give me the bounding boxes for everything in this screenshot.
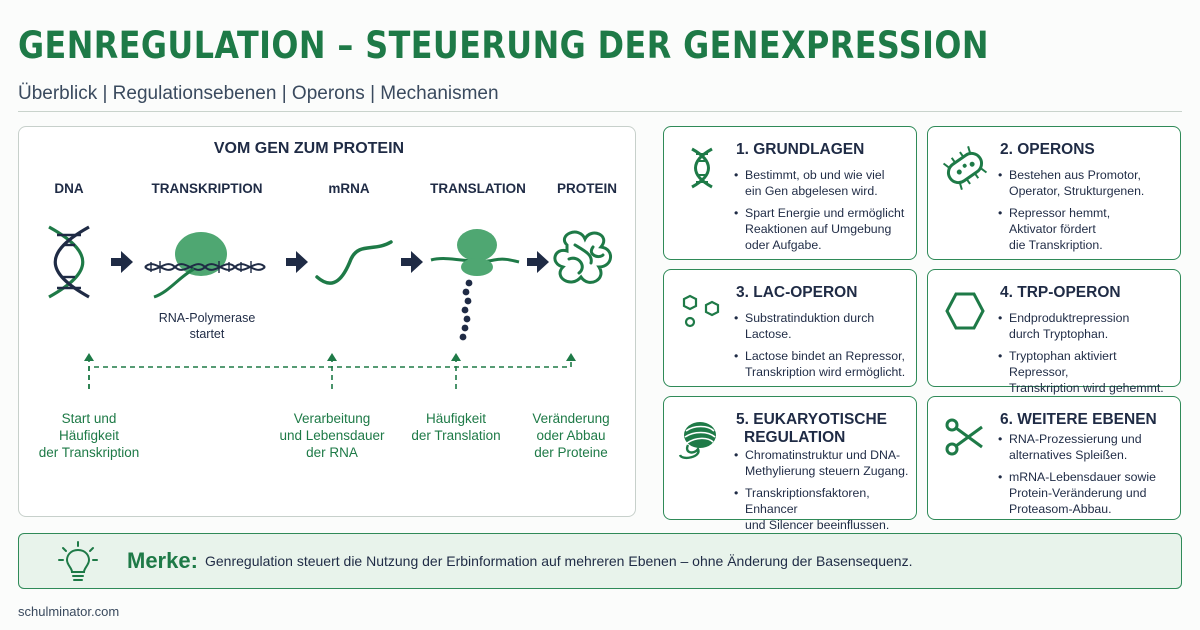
level-transcription-line2: Häufigkeit [59,428,119,443]
regulation-arrowheads [84,353,576,361]
rna-polymerase-icon [144,232,266,299]
card-title: 1. GRUNDLAGEN [736,141,865,158]
polymerase-label-line2: startet [190,327,225,341]
dna-icon [48,225,90,299]
level-rna-line3: der RNA [306,445,358,460]
card-bullet: Tryptophan aktiviert Repressor,Transkrip… [998,348,1174,396]
level-transcription-line1: Start und [62,411,117,426]
hexagon-icon [945,292,985,330]
card-weitere-ebenen: 6. WEITERE EBENEN RNA-Prozessierung unda… [927,396,1181,520]
card-bullet: Lactose bindet an Repressor,Transkriptio… [734,348,910,380]
dna-icon [691,147,713,189]
stage-label-translation: TRANSLATION [430,181,526,196]
stage-label-mrna: mRNA [328,181,370,196]
chromatin-icon [678,422,716,460]
level-translation-line1: Häufigkeit [426,411,486,426]
page-subtitle: Überblick | Regulationsebenen | Operons … [18,83,499,104]
bacterium-icon [942,146,988,190]
page-title: GENREGULATION – STEUERUNG DER GENEXPRESS… [18,24,989,67]
card-title: 4. TRP-OPERON [1000,284,1121,301]
flow-arrows [111,251,549,273]
level-protein-line3: der Proteine [534,445,608,460]
card-title: 3. LAC-OPERON [736,284,858,301]
gene-to-protein-diagram: VOM GEN ZUM PROTEIN DNA TRANSKRIPTION mR… [39,140,617,460]
card-grundlagen: 1. GRUNDLAGEN Bestimmt, ob und wie viele… [663,126,917,260]
level-protein-line2: oder Abbau [536,428,605,443]
level-rna-line2: und Lebensdauer [279,428,385,443]
stage-label-dna: DNA [54,181,83,196]
stage-label-transkription: TRANSKRIPTION [152,181,263,196]
protein-icon [553,230,612,284]
card-operons: 2. OPERONS Bestehen aus Promotor,Operato… [927,126,1181,260]
merke-label: Merke: [127,548,198,573]
card-trp-operon: 4. TRP-OPERON Endproduktrepressiondurch … [927,269,1181,395]
level-protein-line1: Veränderung [532,411,609,426]
merke-box: Merke: Genregulation steuert die Nutzung… [18,533,1182,589]
footer-source: schulminator.com [18,604,120,619]
card-bullet: mRNA-Lebensdauer sowieProtein-Veränderun… [998,469,1174,517]
ribosome-icon [430,229,520,341]
level-rna-line1: Verarbeitung [294,411,371,426]
merke-text: Genregulation steuert die Nutzung der Er… [205,553,913,569]
card-title: 6. WEITERE EBENEN [1000,411,1157,428]
regulation-connector [88,359,572,389]
header-divider [18,111,1182,112]
card-lac-operon: 3. LAC-OPERON Substratinduktion durchLac… [663,269,917,387]
gene-to-protein-panel: VOM GEN ZUM PROTEIN DNA TRANSKRIPTION mR… [18,126,636,517]
level-translation-line2: der Translation [411,428,500,443]
level-transcription-line3: der Transkription [39,445,140,460]
flow-heading: VOM GEN ZUM PROTEIN [214,140,404,157]
card-bullet: Chromatinstruktur und DNA-Methylierung s… [734,447,910,479]
card-bullet: Bestehen aus Promotor,Operator, Struktur… [998,167,1174,199]
lightbulb-icon [58,541,98,581]
polymerase-label-line1: RNA-Polymerase [159,311,256,325]
mrna-icon [315,240,393,285]
hexagon-molecules-icon [682,294,720,328]
card-title: 2. OPERONS [1000,141,1095,158]
scissors-icon [945,418,983,456]
stage-label-protein: PROTEIN [557,181,617,196]
